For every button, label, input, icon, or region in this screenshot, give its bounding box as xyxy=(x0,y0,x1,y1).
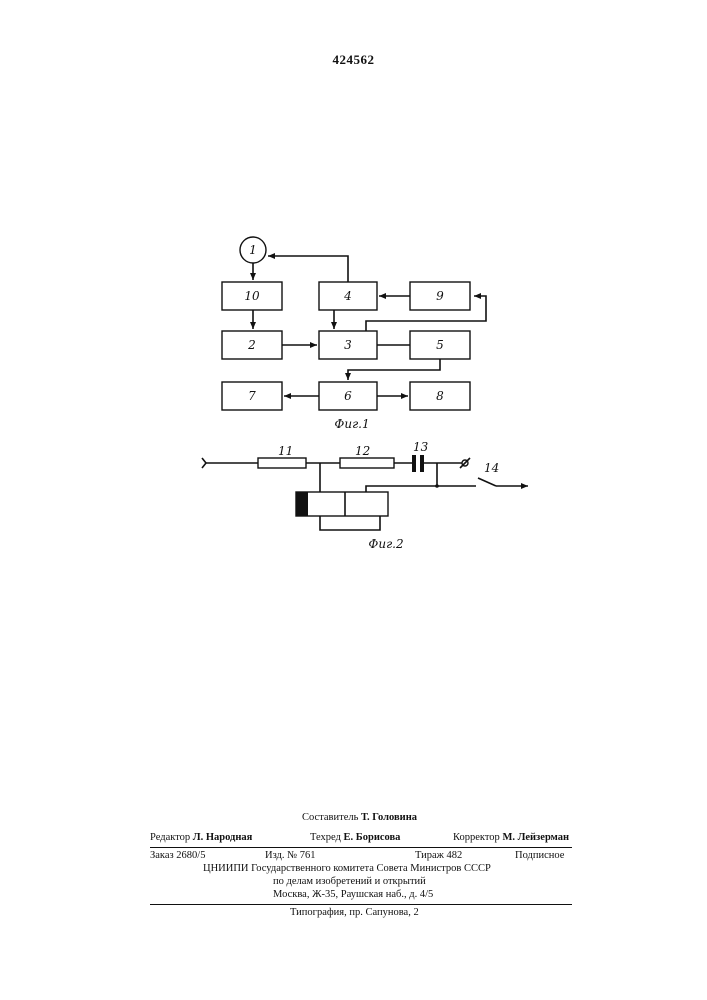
block-4-label: 4 xyxy=(343,289,352,303)
compiler-label: Составитель xyxy=(302,812,358,823)
label-14: 14 xyxy=(484,461,499,475)
figure-2: 11 12 13 14 Фиг.2 xyxy=(202,440,528,551)
resistor-12 xyxy=(340,458,394,468)
block-2-label: 2 xyxy=(247,338,256,352)
junction-dot xyxy=(435,484,439,488)
editor-label: Редактор xyxy=(150,832,190,843)
techred-line: Техред Е. Борисова xyxy=(310,832,400,843)
resistor-11 xyxy=(258,458,306,468)
label-11: 11 xyxy=(278,444,293,458)
footer-rule xyxy=(150,847,572,848)
link-4-to-1 xyxy=(268,256,348,282)
address: Москва, Ж-35, Раушская наб., д. 4/5 xyxy=(273,889,433,900)
device-loop xyxy=(320,516,380,530)
figure-1: 1 10 4 9 2 3 5 7 6 8 Фиг.1 xyxy=(222,237,486,431)
org-line-2: по делам изобретений и открытий xyxy=(273,876,426,887)
capacitor-13-plate-a xyxy=(412,455,416,472)
block-1-label: 1 xyxy=(249,243,257,257)
footer-rule-bottom xyxy=(150,904,572,905)
editor-name: Л. Народная xyxy=(193,832,253,843)
block-8-label: 8 xyxy=(436,389,444,403)
org-line-1: ЦНИИПИ Государственного комитета Совета … xyxy=(203,863,491,874)
circulation: Тираж 482 xyxy=(415,850,462,861)
block-3-label: 3 xyxy=(344,338,352,352)
compiler-name: Т. Головина xyxy=(361,812,417,823)
corrector-line: Корректор М. Лейзерман xyxy=(453,832,569,843)
figure-1-caption: Фиг.1 xyxy=(334,417,369,431)
switch-14-blade xyxy=(478,478,496,486)
corrector-label: Корректор xyxy=(453,832,500,843)
printing-house: Типография, пр. Сапунова, 2 xyxy=(290,907,419,918)
subscription: Подписное xyxy=(515,850,564,861)
label-12: 12 xyxy=(355,444,370,458)
block-10-label: 10 xyxy=(244,289,260,303)
block-6-label: 6 xyxy=(344,389,352,403)
order-number: Заказ 2680/5 xyxy=(150,850,205,861)
techred-label: Техред xyxy=(310,832,341,843)
block-9-label: 9 xyxy=(436,289,444,303)
corrector-name: М. Лейзерман xyxy=(502,832,569,843)
capacitor-13-plate-b xyxy=(420,455,424,472)
block-5-label: 5 xyxy=(436,338,444,352)
edition-number: Изд. № 761 xyxy=(265,850,316,861)
compiler-line: Составитель Т. Головина xyxy=(302,812,417,823)
device-body xyxy=(296,492,388,516)
link-5-to-6 xyxy=(348,359,440,380)
techred-name: Е. Борисова xyxy=(344,832,401,843)
editor-line: Редактор Л. Народная xyxy=(150,832,252,843)
figure-2-caption: Фиг.2 xyxy=(368,537,403,551)
block-7-label: 7 xyxy=(248,389,256,403)
device-core xyxy=(296,492,308,516)
label-13: 13 xyxy=(413,440,429,454)
